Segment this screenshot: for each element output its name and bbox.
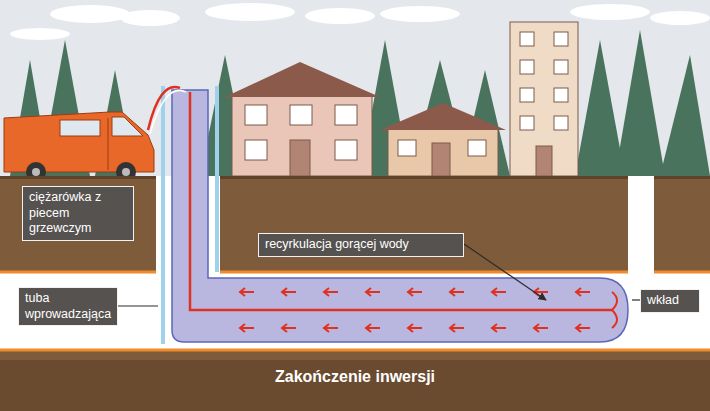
clouds [10, 3, 710, 40]
flow-arrow [534, 288, 548, 296]
hose-highlight [150, 90, 186, 134]
flow-arrow [492, 324, 506, 332]
leader-line [632, 299, 640, 300]
label-text: recyrkulacja gorącej wody [265, 237, 457, 253]
flow-arrow [450, 324, 464, 332]
label-box: recyrkulacja gorącej wody [258, 233, 464, 257]
flow-arrow [534, 324, 548, 332]
flow-arrow [576, 324, 590, 332]
flow-arrow [408, 288, 422, 296]
flow-arrow [366, 324, 380, 332]
flow-arrow [324, 288, 338, 296]
sky [0, 0, 710, 176]
caption-box: Zakończenie inwersji [0, 368, 710, 386]
apartment-block [510, 22, 578, 176]
hot-water-return [612, 292, 617, 328]
label-text: wkład [647, 293, 693, 309]
label-text: tuba wprowadzająca [25, 291, 111, 322]
flow-arrow [450, 288, 464, 296]
flow-arrow [408, 324, 422, 332]
label-box: tuba wprowadzająca [18, 287, 118, 326]
label-box: wkład [640, 289, 700, 313]
flow-arrow [240, 288, 254, 296]
flow-arrow [324, 324, 338, 332]
access-shaft [628, 176, 654, 274]
leader-line [114, 305, 158, 306]
flow-arrow [240, 324, 254, 332]
house-left [225, 62, 380, 176]
label-text: ciężarówka z piecem grzewczym [29, 190, 127, 237]
flow-arrow [282, 324, 296, 332]
host-pipe-wall [0, 271, 710, 274]
ground-surface [0, 176, 710, 179]
leader-line [464, 244, 546, 300]
house-middle [380, 103, 506, 176]
flow-arrow [366, 288, 380, 296]
liner [172, 90, 628, 342]
truck [4, 112, 154, 182]
flow-arrow [282, 288, 296, 296]
flow-arrow [576, 288, 590, 296]
caption-band [0, 360, 710, 411]
host-pipe-wall [0, 349, 710, 352]
hot-water-line [190, 92, 612, 310]
caption-text: Zakończenie inwersji [275, 368, 435, 385]
flow-arrow [492, 288, 506, 296]
label-box: ciężarówka z piecem grzewczym [22, 186, 134, 241]
